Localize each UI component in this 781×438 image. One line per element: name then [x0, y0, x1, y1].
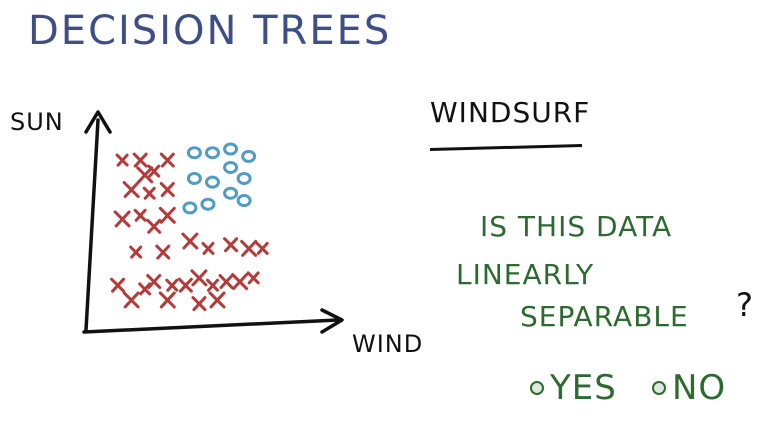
o-mark [186, 146, 202, 160]
o-mark [223, 142, 239, 156]
o-mark [241, 149, 257, 163]
x-mark [158, 291, 176, 309]
y-axis-arrow [84, 110, 112, 134]
x-mark [133, 208, 147, 222]
data-points [110, 142, 269, 312]
x-mark [129, 245, 143, 259]
windsurf-heading: WINDSURF [430, 96, 591, 129]
x-mark [155, 244, 171, 260]
x-mark [159, 182, 175, 198]
x-mark [190, 269, 208, 287]
x-mark [208, 291, 226, 309]
x-mark [223, 237, 239, 253]
yes-label: YES [550, 368, 617, 408]
x-mark [246, 271, 260, 285]
x-mark [177, 277, 193, 293]
no-label: NO [672, 368, 727, 408]
o-mark [200, 197, 216, 211]
o-mark [223, 186, 239, 200]
o-mark [182, 201, 198, 215]
x-mark [240, 239, 258, 257]
x-mark [165, 278, 179, 292]
o-mark [236, 171, 252, 185]
o-mark [204, 175, 220, 189]
x-mark [205, 278, 219, 292]
question-line-3: SEPARABLE [520, 300, 689, 333]
axes [82, 110, 344, 334]
x-mark [218, 274, 234, 290]
x-mark [201, 241, 215, 255]
no-radio-icon[interactable] [652, 381, 666, 395]
x-mark [146, 218, 162, 234]
o-mark [186, 171, 202, 185]
yes-radio-icon[interactable] [530, 381, 544, 395]
x-axis-arrow [320, 308, 344, 334]
x-mark [122, 181, 140, 199]
x-mark [147, 164, 161, 178]
x-mark [110, 277, 126, 293]
question-line-1: IS THIS DATA [480, 210, 673, 243]
o-mark [223, 160, 239, 174]
x-mark [158, 206, 176, 224]
question-mark: ? [736, 286, 754, 324]
y-axis-line [84, 118, 100, 332]
x-mark [115, 153, 129, 167]
o-mark [204, 146, 220, 160]
x-mark [159, 152, 175, 168]
x-mark [142, 186, 156, 200]
x-mark [146, 274, 162, 290]
x-mark [255, 241, 269, 255]
answer-no-option[interactable]: NO [652, 368, 726, 408]
x-mark [113, 210, 131, 228]
x-mark [191, 296, 207, 312]
answer-yes-option[interactable]: YES [530, 368, 617, 408]
question-line-2: LINEARLY [456, 258, 595, 291]
x-mark [231, 273, 249, 291]
x-mark [122, 291, 140, 309]
o-mark [236, 194, 252, 208]
x-mark [138, 282, 152, 296]
y-axis-label: SUN [10, 108, 64, 136]
x-axis-line [82, 318, 340, 334]
x-mark [181, 232, 199, 250]
x-mark [132, 152, 148, 168]
page-title: DECISION TREES [28, 8, 392, 54]
x-axis-label: WIND [352, 330, 424, 358]
x-mark [136, 166, 154, 184]
